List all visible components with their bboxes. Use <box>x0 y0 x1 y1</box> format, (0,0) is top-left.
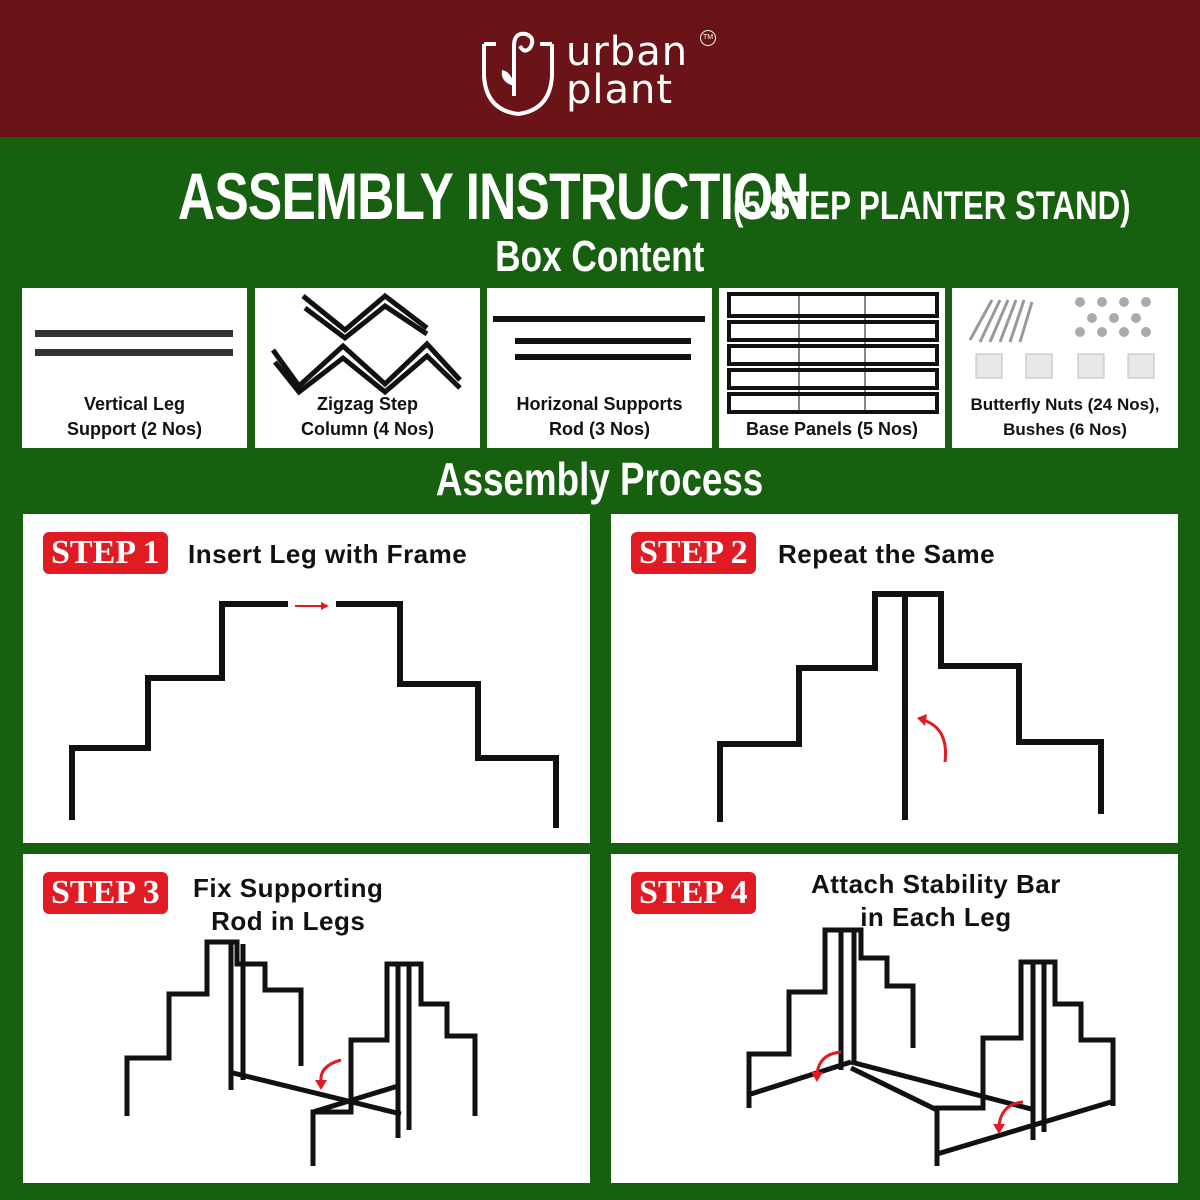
step-badge: STEP 1 <box>43 532 168 574</box>
urban-plant-logo: urban plant TM <box>478 26 728 118</box>
trademark: TM <box>700 30 716 46</box>
box-content-heading: Box Content <box>495 232 705 281</box>
title-main: ASSEMBLY INSTRUCTION <box>177 159 810 233</box>
box-item-nuts-bushes: Butterfly Nuts (24 Nos),Bushes (6 Nos) <box>952 288 1178 448</box>
step-1-panel: STEP 1 Insert Leg with Frame <box>23 514 590 843</box>
brand-line1: urban <box>566 29 689 75</box>
step-2-panel: STEP 2 Repeat the Same <box>611 514 1178 843</box>
curved-arrow-icon <box>993 1124 1005 1134</box>
curved-arrow-icon <box>811 1072 823 1082</box>
page-title: ASSEMBLY INSTRUCTION (5 STEP PLANTER STA… <box>0 158 1200 234</box>
step-badge: STEP 4 <box>631 872 756 914</box>
header: urban plant TM <box>0 0 1200 137</box>
step-badge: STEP 2 <box>631 532 756 574</box>
curved-arrow-icon <box>315 1080 327 1090</box>
arrow-right-icon <box>321 602 329 610</box>
brand-line2: plant <box>566 67 674 113</box>
plant-pot-icon <box>482 31 554 117</box>
assembly-process-heading: Assembly Process <box>436 453 764 505</box>
step-title: Insert Leg with Frame <box>188 539 468 569</box>
box-item-base-panels: Base Panels (5 Nos) <box>719 288 945 448</box>
step-title: Repeat the Same <box>778 539 996 569</box>
curved-arrow-icon <box>917 714 927 726</box>
title-sub: (5 STEP PLANTER STAND) <box>733 184 1131 228</box>
step-badge: STEP 3 <box>43 872 168 914</box>
